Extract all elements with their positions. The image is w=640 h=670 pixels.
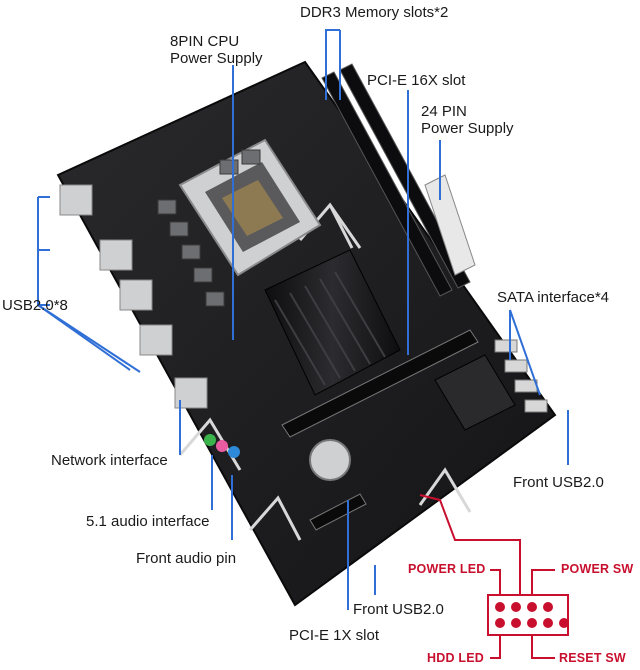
label-cpu-power-2: Power Supply [170, 50, 263, 67]
label-cpu-power-1: 8PIN CPU [170, 33, 240, 50]
sata-ports [494, 339, 548, 413]
cpu-socket [178, 138, 322, 277]
ddr3-slots [321, 63, 471, 297]
label-network: Network interface [51, 452, 168, 469]
label-front-audio: Front audio pin [136, 550, 237, 567]
label-front-usb-right: Front USB2.0 [513, 474, 604, 491]
front-panel-header [487, 569, 569, 659]
cmos-battery [309, 439, 351, 481]
label-pcie1: PCI-E 1X slot [289, 627, 380, 644]
label-power-sw: POWER SW [561, 562, 634, 576]
front-panel-wire [419, 494, 521, 600]
label-pcie16: PCI-E 16X slot [367, 72, 466, 89]
label-hdd-led: HDD LED [427, 651, 484, 665]
label-sata: SATA interface*4 [497, 289, 610, 306]
pcie16-slot [281, 329, 479, 438]
label-front-usb-bottom: Front USB2.0 [353, 601, 444, 618]
vrm-chokes [157, 149, 261, 307]
leader-lines [37, 29, 569, 610]
pcie1-slot [309, 493, 367, 531]
chipset-heatsink [264, 249, 401, 396]
label-atx24-2: Power Supply [421, 120, 514, 137]
label-atx24-1: 24 PIN [421, 103, 467, 120]
label-ddr3: DDR3 Memory slots*2 [300, 4, 449, 21]
label-usb2x8: USB2.0*8 [2, 297, 68, 314]
audio-jacks [204, 434, 240, 458]
label-audio51: 5.1 audio interface [86, 513, 210, 530]
label-power-led: POWER LED [408, 562, 486, 576]
label-reset-sw: RESET SW [559, 651, 626, 665]
sb-heatsink [434, 354, 516, 431]
atx24-connector [424, 174, 476, 276]
